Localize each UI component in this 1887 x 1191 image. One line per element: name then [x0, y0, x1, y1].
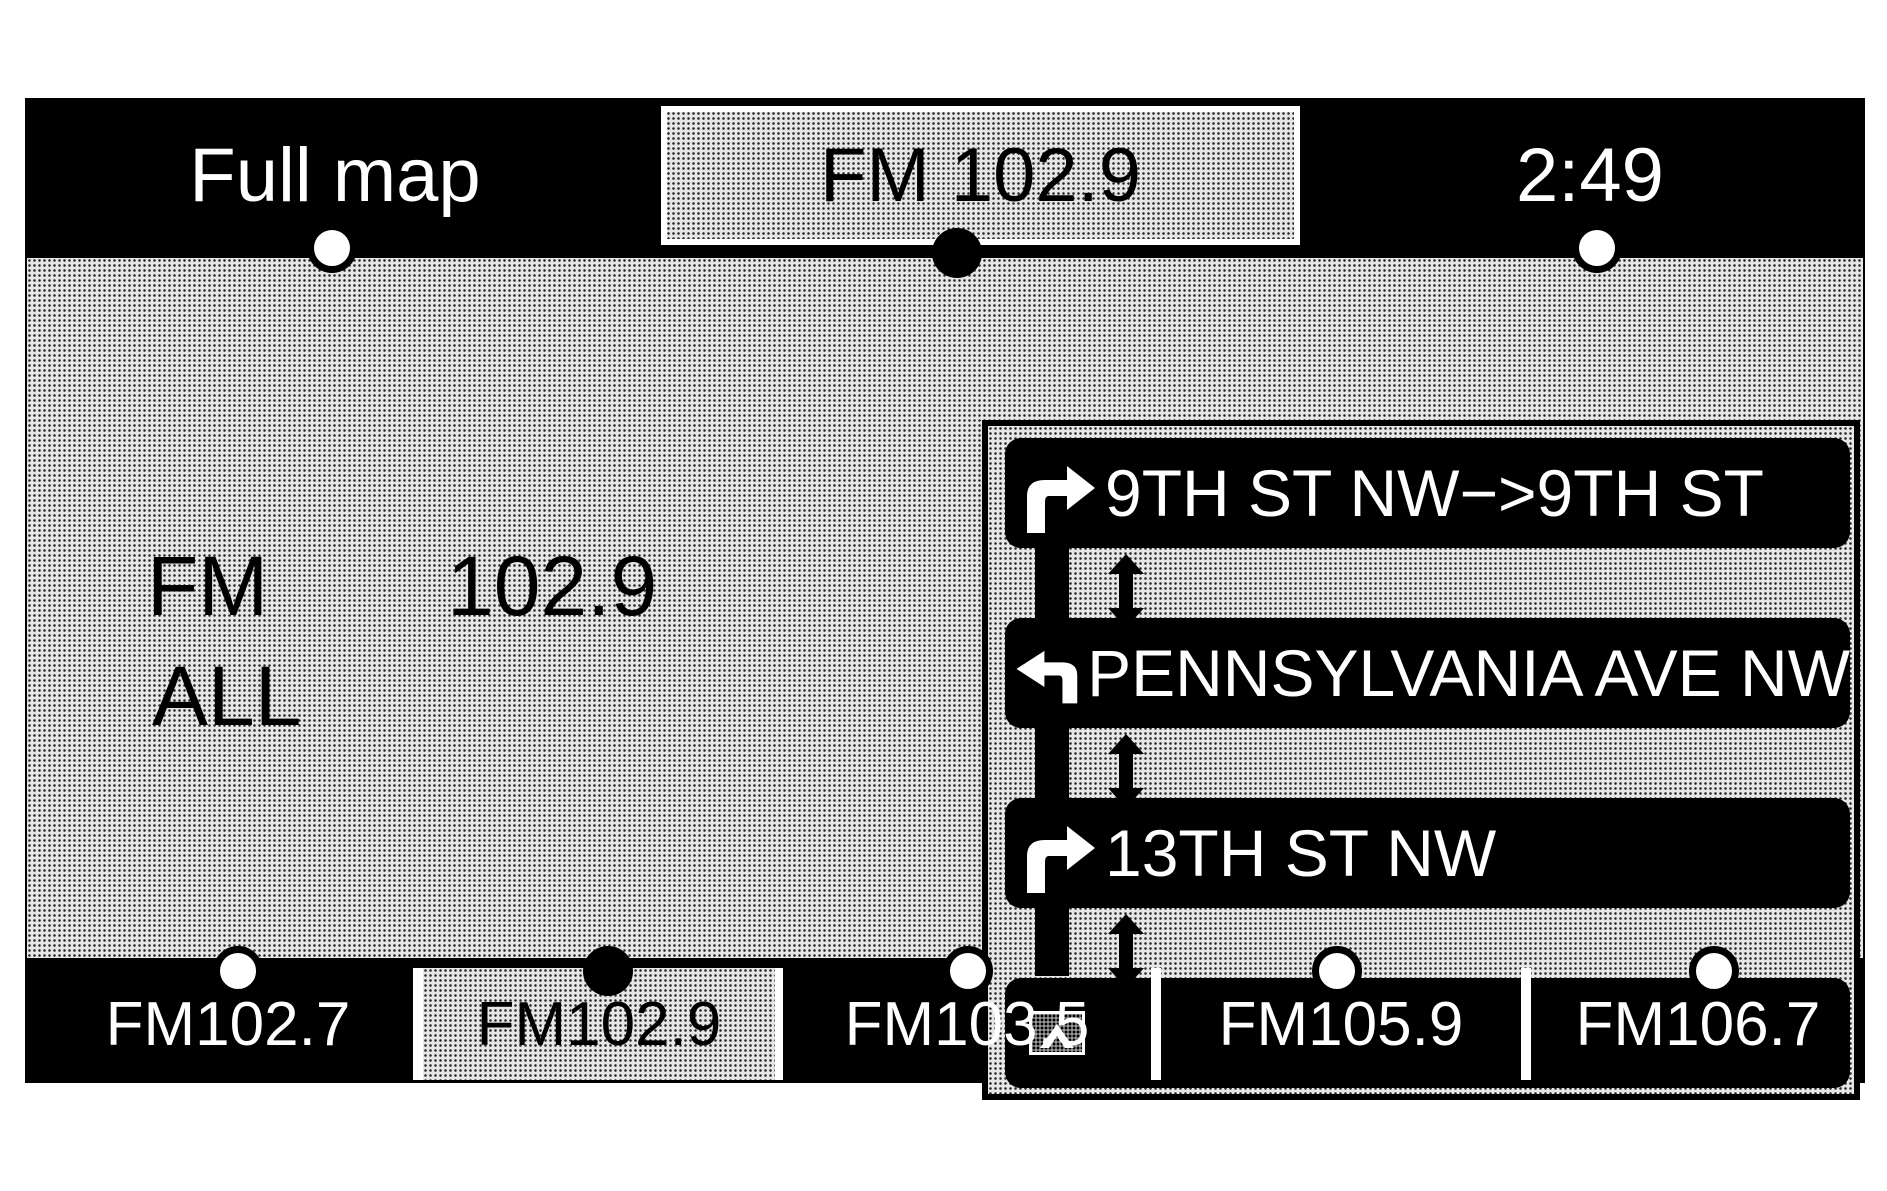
right-turn-arrow-icon: [1027, 826, 1095, 893]
route-step-street: PENNSYLVANIA AVE NW: [1087, 636, 1850, 710]
clock-label: 2:49: [1516, 133, 1664, 218]
route-step-street: 9TH ST NW−>9TH ST: [1105, 456, 1764, 530]
preset-label: FM106.7: [1575, 989, 1821, 1059]
audio-info-area: FM 102.9 ALL 9TH ST NW−>9TH ST PENNSYLVA…: [27, 258, 1863, 1100]
route-step-3[interactable]: 13TH ST NW: [1005, 798, 1850, 908]
knob-indicator-icon[interactable]: [1572, 223, 1622, 273]
full-map-label: Full map: [189, 133, 481, 218]
turn-list-panel: 9TH ST NW−>9TH ST PENNSYLVANIA AVE NW 13…: [982, 420, 1860, 1100]
current-station-tab[interactable]: FM 102.9: [653, 98, 1308, 253]
up-down-arrow-icon: [1108, 734, 1144, 808]
preset-label: FM102.9: [476, 989, 722, 1059]
knob-indicator-icon[interactable]: [1689, 946, 1739, 996]
clock-display: 2:49: [1315, 98, 1865, 253]
preset-button-1[interactable]: FM102.7: [43, 968, 413, 1080]
knob-indicator-active-icon[interactable]: [932, 228, 982, 278]
route-step-1[interactable]: 9TH ST NW−>9TH ST: [1005, 438, 1850, 548]
preset-button-5[interactable]: FM106.7: [1531, 968, 1865, 1080]
preset-divider: [1521, 968, 1531, 1080]
current-station-label: FM 102.9: [819, 133, 1142, 218]
preset-label: FM103.5: [844, 989, 1090, 1059]
nav-radio-screen: Full map FM 102.9 2:49 FM 102.9 ALL 9TH …: [25, 98, 1865, 1100]
knob-indicator-icon[interactable]: [1312, 946, 1362, 996]
route-step-street: 13TH ST NW: [1105, 816, 1497, 890]
knob-indicator-icon[interactable]: [943, 946, 993, 996]
knob-indicator-icon[interactable]: [213, 946, 263, 996]
preset-button-3[interactable]: FM103.5: [783, 968, 1151, 1080]
band-label: FM: [147, 539, 269, 633]
right-turn-arrow-icon: [1027, 466, 1095, 533]
category-label: ALL: [152, 649, 302, 743]
preset-label: FM105.9: [1218, 989, 1464, 1059]
route-spine: [1035, 526, 1069, 976]
left-turn-arrow-icon: [1016, 650, 1078, 704]
frequency-label: 102.9: [447, 539, 658, 633]
scroll-up-icon[interactable]: [1029, 1011, 1085, 1055]
up-down-arrow-icon: [1108, 554, 1144, 628]
knob-indicator-active-icon[interactable]: [583, 946, 633, 996]
preset-divider: [775, 968, 783, 1080]
preset-divider: [413, 968, 423, 1080]
up-down-arrow-icon: [1108, 914, 1144, 988]
full-map-button[interactable]: Full map: [25, 98, 645, 253]
preset-label: FM102.7: [105, 989, 351, 1059]
knob-indicator-icon[interactable]: [307, 223, 357, 273]
route-step-2[interactable]: PENNSYLVANIA AVE NW: [1005, 618, 1850, 728]
preset-divider: [1151, 968, 1161, 1080]
preset-button-4[interactable]: FM105.9: [1161, 968, 1521, 1080]
route-scroll-row[interactable]: [1005, 978, 1850, 1088]
